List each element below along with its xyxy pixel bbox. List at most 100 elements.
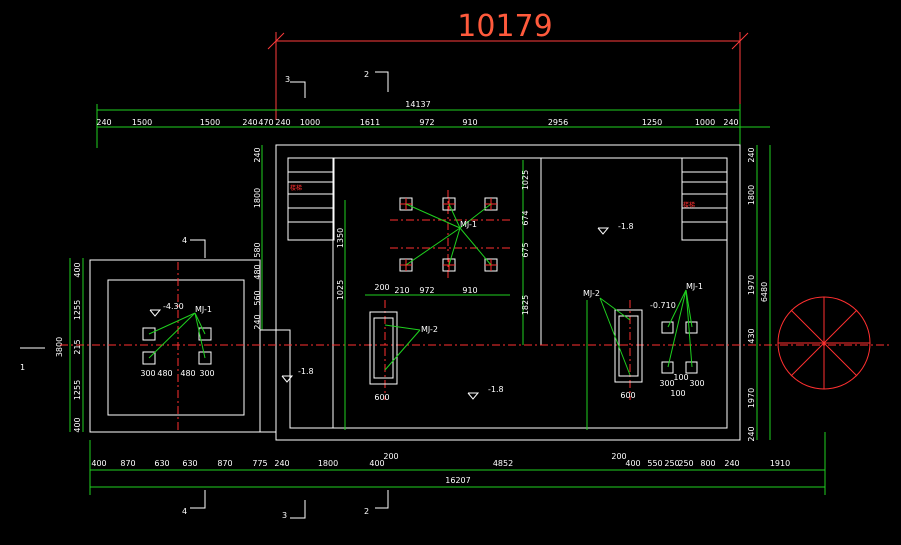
level-label-3: -1.8: [488, 385, 504, 394]
svg-text:200: 200: [611, 452, 626, 461]
svg-text:1350: 1350: [336, 228, 345, 248]
bottom-dims: 400 870 630 630 870 775 240 1800 400 200…: [91, 452, 790, 468]
right-dimension-lines: [756, 145, 771, 440]
svg-text:240: 240: [96, 118, 111, 127]
right-pad-dims: 300 300 100 100: [659, 373, 704, 398]
svg-text:674: 674: [521, 210, 530, 225]
svg-text:1611: 1611: [360, 118, 380, 127]
svg-text:4852: 4852: [493, 459, 513, 468]
top-red-dimension: 10179: [267, 9, 749, 120]
level-label-4: -4.30: [163, 302, 184, 311]
mj2-leaders-right: [599, 297, 631, 376]
svg-text:1250: 1250: [642, 118, 662, 127]
svg-text:400: 400: [369, 459, 384, 468]
svg-text:300: 300: [659, 379, 674, 388]
svg-text:240: 240: [242, 118, 257, 127]
svg-text:1025: 1025: [521, 170, 530, 190]
stair-left: [287, 157, 335, 241]
mj1-leaders-right: [667, 289, 693, 368]
svg-text:1800: 1800: [253, 188, 262, 208]
mj2-leaders-left: [384, 324, 421, 371]
sump-right-width: 600: [620, 391, 635, 400]
mj-label-right-sump: MJ-2: [583, 289, 600, 298]
left-dims-pit: 400 1255 215 1255 400: [73, 262, 82, 432]
axis-label-top-b: 2: [364, 70, 369, 79]
svg-text:470: 470: [258, 118, 273, 127]
svg-text:910: 910: [462, 286, 477, 295]
mj1-leaders-pit: [148, 312, 206, 359]
svg-text:100: 100: [673, 373, 688, 382]
svg-text:480: 480: [180, 369, 195, 378]
svg-text:580: 580: [253, 242, 262, 257]
overall-top: 14137: [405, 100, 430, 109]
svg-text:1910: 1910: [770, 459, 790, 468]
svg-text:560: 560: [253, 290, 262, 305]
svg-text:210: 210: [394, 286, 409, 295]
svg-text:1800: 1800: [747, 185, 756, 205]
axis-label-bottom-b: 3: [282, 511, 287, 520]
svg-text:240: 240: [274, 459, 289, 468]
svg-text:200: 200: [374, 283, 389, 292]
svg-text:240: 240: [724, 459, 739, 468]
svg-text:972: 972: [419, 118, 434, 127]
svg-text:400: 400: [91, 459, 106, 468]
svg-text:240: 240: [253, 147, 262, 162]
mj1-leaders-center: [405, 203, 492, 266]
title-dimension: 10179: [457, 9, 552, 44]
mj-label-pit: MJ-1: [195, 305, 212, 314]
inner-dimension-lines: [344, 160, 588, 430]
axis-label-bottom-a: 4: [182, 507, 187, 516]
svg-text:1255: 1255: [73, 380, 82, 400]
svg-text:1000: 1000: [695, 118, 715, 127]
svg-text:972: 972: [419, 286, 434, 295]
svg-text:775: 775: [252, 459, 267, 468]
svg-text:200: 200: [383, 452, 398, 461]
building-outline: [89, 144, 741, 441]
level-markers: [149, 227, 610, 400]
svg-text:1970: 1970: [747, 388, 756, 408]
svg-text:400: 400: [73, 417, 82, 432]
north-arrow-symbol: [777, 296, 871, 390]
svg-text:480: 480: [253, 264, 262, 279]
svg-text:400: 400: [73, 262, 82, 277]
axis-label-left-b: 4: [182, 236, 187, 245]
svg-text:2956: 2956: [548, 118, 568, 127]
svg-text:1970: 1970: [747, 275, 756, 295]
sump-left-width: 600: [374, 393, 389, 402]
svg-text:300: 300: [140, 369, 155, 378]
mj-label-center: MJ-1: [460, 220, 477, 229]
svg-text:675: 675: [521, 242, 530, 257]
svg-text:1500: 1500: [200, 118, 220, 127]
pit-dims: 300 480 480 300: [140, 369, 214, 378]
svg-text:630: 630: [182, 459, 197, 468]
svg-text:240: 240: [723, 118, 738, 127]
svg-text:800: 800: [700, 459, 715, 468]
level-label-5: -0.710: [650, 301, 676, 310]
svg-text:250: 250: [664, 459, 679, 468]
svg-text:400: 400: [625, 459, 640, 468]
svg-text:240: 240: [275, 118, 290, 127]
svg-text:100: 100: [670, 389, 685, 398]
svg-text:480: 480: [157, 369, 172, 378]
left-dims-main: 240 1800 580 480 560 240: [253, 147, 262, 329]
inner-dims-vertical: 1350 1025 1825 1025 674 675: [336, 170, 530, 315]
svg-text:430: 430: [747, 328, 756, 343]
svg-text:250: 250: [678, 459, 693, 468]
svg-text:1800: 1800: [318, 459, 338, 468]
left-dimension-lines: [69, 145, 263, 432]
mj-label-right-pads: MJ-1: [686, 282, 703, 291]
svg-text:1500: 1500: [132, 118, 152, 127]
svg-text:1255: 1255: [73, 300, 82, 320]
overall-right: 6480: [760, 282, 769, 302]
level-label-2: -1.8: [298, 367, 314, 376]
svg-text:870: 870: [217, 459, 232, 468]
svg-text:215: 215: [73, 339, 82, 354]
stair-right: [681, 157, 728, 241]
overall-bottom: 16207: [445, 476, 470, 485]
top-dims: 240 1500 1500 240 470 240 1000 1611 972 …: [96, 118, 738, 127]
svg-text:1825: 1825: [521, 295, 530, 315]
pads-pit: [142, 327, 212, 365]
inner-dims-top: 200 210 972 910: [374, 283, 477, 295]
svg-text:300: 300: [199, 369, 214, 378]
